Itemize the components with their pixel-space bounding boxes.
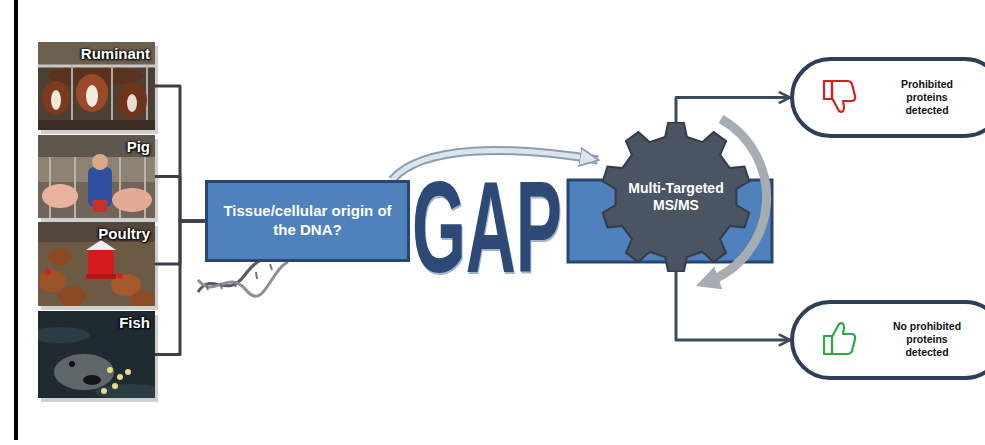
ruminant-photo-part <box>127 94 137 112</box>
dna-helix-part <box>198 262 288 296</box>
poultry-photo-part <box>45 269 51 275</box>
text-group: Ruminant <box>81 45 150 62</box>
ruminant-photo-part <box>86 85 98 107</box>
process-box: Tissue/cellular origin of the DNA? <box>205 180 410 262</box>
dna-helix-part <box>206 264 272 290</box>
poultry-photo <box>38 222 155 306</box>
ruminant-photo <box>38 42 155 130</box>
fish-photo-part <box>112 383 118 389</box>
fish-photo-part <box>95 384 155 398</box>
connector <box>155 221 205 355</box>
gear-outline <box>603 122 750 271</box>
ruminant-photo-part <box>76 74 108 112</box>
connector-line <box>676 272 790 340</box>
node-label: Tissue/cellular origin of the DNA? <box>223 202 393 240</box>
result-pill: No prohibited proteins detected <box>790 300 985 380</box>
connector <box>155 177 205 222</box>
ruminant-photo-part <box>38 42 155 66</box>
result-pill: Prohibited proteins detected <box>790 57 985 138</box>
fish-photo-part <box>54 354 114 390</box>
text-group: No prohibited proteins detected <box>886 320 968 359</box>
connector-line <box>155 177 205 222</box>
ruminant-photo-part <box>51 90 61 110</box>
connector <box>676 98 790 123</box>
pig-photo-part <box>38 135 155 218</box>
poultry-photo-part <box>58 286 86 306</box>
thumb-down-icon-part <box>832 81 855 112</box>
poultry-photo-part <box>86 274 116 279</box>
connector <box>155 86 205 221</box>
node-label: No prohibited proteins detected <box>886 320 968 359</box>
node-label: Multi-Targeted MS/MS <box>626 180 726 214</box>
connector-line <box>155 221 205 355</box>
fish-photo-part <box>83 375 101 385</box>
ruminant-photo-part <box>38 120 155 130</box>
thumb-up-icon-part <box>824 336 832 354</box>
text-group: Fish <box>119 314 150 331</box>
ruminant-photo-part <box>38 42 155 130</box>
thumb-up-icon-part <box>832 323 855 354</box>
pig-photo <box>38 135 155 218</box>
thumb-down-icon <box>824 81 855 112</box>
text-group: Prohibited proteins detected <box>886 78 968 117</box>
poultry-photo-part <box>117 273 123 279</box>
node-label: Ruminant <box>81 45 150 62</box>
node-label: Fish <box>119 314 150 331</box>
pig-photo-part <box>42 184 78 208</box>
animal-photo-tile: Fish <box>38 311 155 398</box>
side-bar <box>14 0 18 440</box>
node-label: Pig <box>127 138 150 155</box>
poultry-photo-part <box>88 250 114 276</box>
ruminant-photo-part <box>38 65 155 68</box>
poultry-photo-part <box>130 291 154 306</box>
big-word: GAP <box>412 162 562 292</box>
poultry-photo-part <box>38 270 66 292</box>
connector-line <box>155 86 205 221</box>
connector <box>676 272 790 340</box>
gear-node: Multi-Targeted MS/MS <box>601 122 751 272</box>
node-label: Poultry <box>98 225 150 242</box>
fish-photo-part <box>117 374 123 380</box>
thumb-down-icon-part <box>824 81 832 99</box>
animal-photo-tile: Ruminant <box>38 42 155 130</box>
ruminant-photo-part <box>117 82 147 118</box>
animal-photo-tile: Poultry <box>38 222 155 306</box>
fish-photo-part <box>38 327 90 343</box>
ruminant-photo-part <box>42 81 70 115</box>
fish-photo-part <box>125 369 131 375</box>
fish-photo <box>38 311 155 398</box>
fish-photo-part <box>101 388 107 394</box>
node-label: Prohibited proteins detected <box>886 78 968 117</box>
fish-photo-part <box>69 361 75 367</box>
fish-photo-part <box>107 367 113 373</box>
text-group: Multi-Targeted MS/MS <box>626 180 726 214</box>
text-group: Poultry <box>98 225 150 242</box>
pig-photo-part <box>93 200 107 212</box>
animal-photo-tile: Pig <box>38 135 155 218</box>
text-group: Tissue/cellular origin of the DNA? <box>223 202 393 240</box>
connector-line <box>676 98 790 123</box>
pig-photo-part <box>112 188 152 212</box>
poultry-photo-part <box>48 248 72 266</box>
poultry-photo-part <box>38 222 155 242</box>
text-group: Pig <box>127 138 150 155</box>
thumb-up-icon <box>824 323 855 354</box>
pig-photo-part <box>38 135 155 157</box>
big-word-label: GAP <box>412 162 562 282</box>
pig-photo-part <box>92 154 108 170</box>
